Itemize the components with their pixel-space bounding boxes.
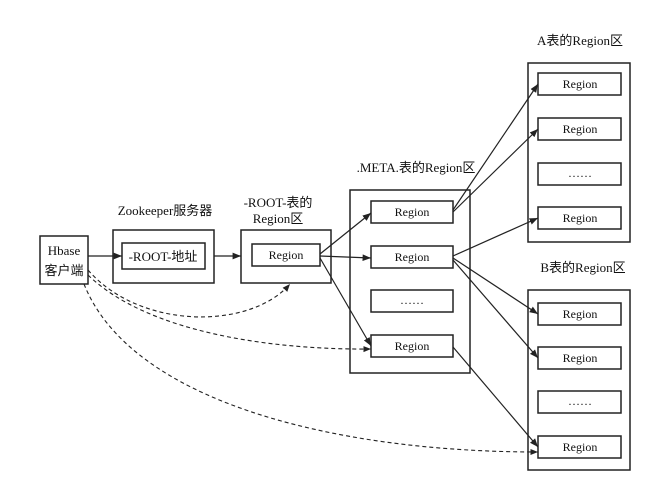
arrow-meta2-to-b1 (452, 257, 539, 315)
client-label-line2: 客户端 (44, 263, 83, 278)
meta-region-2-label: Region (395, 250, 430, 264)
table-b-box: Region Region …… Region (527, 289, 631, 471)
root-region-label: Region (269, 248, 304, 262)
table-a-title: A表的Region区 (537, 33, 623, 48)
arrow-root-to-meta-2 (319, 254, 372, 262)
a-region-2-label: Region (563, 122, 598, 136)
arrow-root-to-meta-1 (319, 212, 372, 255)
root-table-box: Region (240, 229, 332, 284)
arrow-meta2-to-a4 (452, 217, 539, 257)
dashed-arrow-client-to-b (83, 283, 539, 456)
arrow-meta4-to-b4 (452, 346, 539, 448)
hbase-client-box: Hbase 客户端 (39, 235, 89, 285)
client-label-line1: Hbase (48, 243, 81, 258)
root-address-box (121, 242, 206, 270)
a-ellipsis-box (537, 162, 622, 186)
table-b-title: B表的Region区 (540, 260, 625, 275)
root-address-label: -ROOT-地址 (129, 249, 198, 264)
arrow-meta2-to-b2 (452, 259, 539, 359)
meta-ellipsis-box (370, 289, 454, 313)
b-region-4-label: Region (563, 440, 598, 454)
meta-table-title: .META.表的Region区 (357, 160, 476, 175)
zookeeper-title: Zookeeper服务器 (118, 203, 213, 218)
meta-table-box: Region Region …… Region (349, 189, 471, 374)
table-a-box: Region Region …… Region (527, 62, 631, 243)
dashed-arrow-client-to-root (87, 269, 291, 318)
arrow-root-to-meta-4 (319, 257, 372, 347)
zookeeper-box: -ROOT-地址 (112, 229, 215, 284)
dashed-arrow-client-to-meta (87, 274, 372, 353)
b-ellipsis-box (537, 390, 622, 414)
meta-region-1-label: Region (395, 205, 430, 219)
meta-region-2-box (370, 245, 454, 269)
b-region-2-label: Region (563, 351, 598, 365)
arrow-meta1-to-a1 (452, 83, 539, 211)
root-table-title-line1: -ROOT-表的 (244, 195, 313, 210)
root-table-title-line2: Region区 (253, 211, 304, 226)
b-region-1-label: Region (563, 307, 598, 321)
arrow-meta1-to-a2 (452, 128, 539, 213)
a-ellipsis-label: …… (568, 166, 592, 180)
meta-region-4-label: Region (395, 339, 430, 353)
root-region-box (251, 243, 321, 267)
meta-ellipsis-label: …… (400, 293, 424, 307)
b-ellipsis-label: …… (568, 394, 592, 408)
a-region-4-label: Region (563, 211, 598, 225)
a-region-1-label: Region (563, 77, 598, 91)
